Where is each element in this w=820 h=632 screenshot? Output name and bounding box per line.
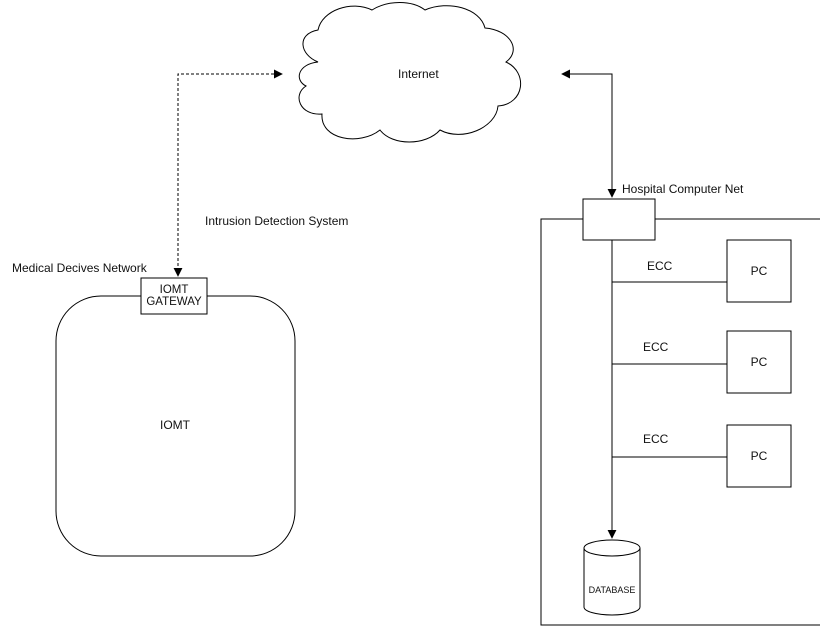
gateway-label: IOMT GATEWAY (146, 284, 202, 308)
hospital-net-label: Hospital Computer Net (622, 182, 744, 196)
database-label: DATABASE (588, 585, 636, 595)
pc-box (726, 330, 792, 394)
medical-network-label: Medical Decives Network (12, 261, 147, 275)
pc-box (726, 424, 792, 488)
pc-label: PC (750, 355, 768, 369)
iomt-label: IOMT (160, 418, 190, 432)
pc-box (726, 239, 792, 303)
hospital-router-box (582, 198, 656, 241)
ecc-label: ECC (647, 259, 673, 273)
hospital-network-frame (540, 218, 820, 626)
ids-label: Intrusion Detection System (205, 214, 349, 228)
database-cylinder (583, 539, 641, 616)
pc-label: PC (750, 264, 768, 278)
internet-cloud-shape (298, 2, 521, 143)
pc-label: PC (750, 449, 768, 463)
gateway-internet-link (173, 69, 283, 277)
ecc-label: ECC (643, 340, 669, 354)
internet-label: Internet (398, 67, 439, 81)
iomt-gateway-box (140, 277, 208, 315)
ecc-label: ECC (643, 432, 669, 446)
internet-hospital-link (561, 69, 617, 198)
